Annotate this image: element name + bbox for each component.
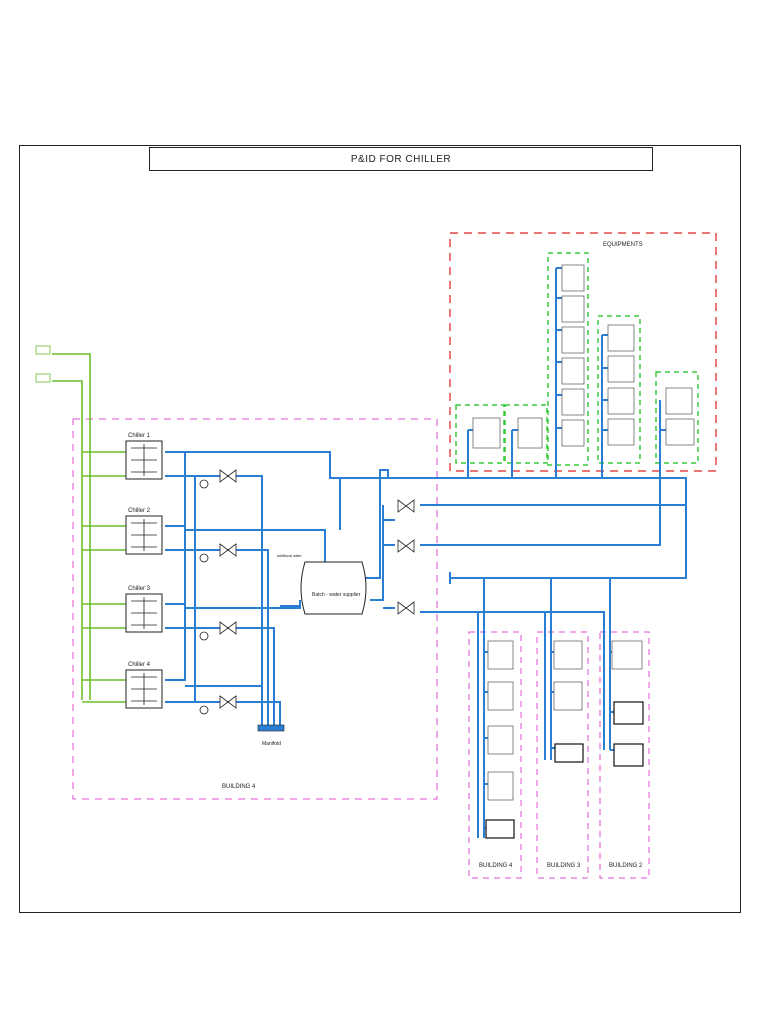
building-4-main-boundary bbox=[72, 418, 438, 800]
valve-icon bbox=[219, 621, 237, 635]
drawing-frame bbox=[19, 145, 741, 913]
valve-icon bbox=[219, 469, 237, 483]
feed-sources bbox=[35, 345, 51, 383]
equipment-box bbox=[561, 326, 585, 354]
load-box bbox=[487, 771, 514, 801]
building-loads bbox=[487, 640, 643, 801]
additional-water-label: additional water bbox=[277, 554, 302, 558]
equipment-box bbox=[607, 355, 635, 383]
equipment-group bbox=[504, 404, 548, 464]
valve-icon bbox=[219, 695, 237, 709]
feed-source bbox=[35, 345, 51, 355]
equipment-group bbox=[455, 404, 505, 464]
building-2-boundary bbox=[599, 631, 650, 879]
tank-box bbox=[613, 701, 644, 725]
tank-box bbox=[554, 743, 584, 763]
equipment-box bbox=[561, 388, 585, 416]
water-pipes bbox=[165, 267, 687, 838]
manifold bbox=[257, 724, 285, 732]
equipment-group bbox=[597, 315, 641, 464]
chiller-labels: Chiller 1 Chiller 2 Chiller 3 Chiller 4 bbox=[128, 433, 151, 668]
valve-icon bbox=[397, 601, 415, 615]
valve-icon bbox=[397, 539, 415, 553]
load-box bbox=[611, 640, 643, 670]
load-box bbox=[553, 681, 583, 711]
equipment-box bbox=[665, 387, 693, 415]
equipment-box bbox=[607, 387, 635, 415]
equipment-units bbox=[472, 264, 695, 449]
chiller-label: Chiller 3 bbox=[128, 586, 151, 592]
tank-box bbox=[485, 819, 515, 839]
load-box bbox=[487, 725, 514, 755]
batch-water-tank bbox=[300, 561, 367, 615]
valve-icon bbox=[219, 543, 237, 557]
tank-box bbox=[613, 743, 644, 767]
equipments-label: EQUIPMENTS bbox=[603, 242, 643, 248]
building-label: BUILDING 4 bbox=[479, 863, 513, 869]
load-box bbox=[487, 681, 514, 711]
load-box bbox=[487, 640, 514, 670]
valve-icon bbox=[397, 499, 415, 513]
equipment-box bbox=[665, 418, 695, 446]
equipment-box bbox=[561, 295, 585, 323]
manifold-label: Manifold bbox=[262, 741, 281, 747]
building-tanks bbox=[485, 701, 644, 839]
building-4-main-label: BUILDING 4 bbox=[222, 784, 256, 790]
page-title: P&ID FOR CHILLER bbox=[350, 153, 452, 165]
chiller-label: Chiller 4 bbox=[128, 662, 151, 668]
equipment-group bbox=[655, 371, 699, 464]
equipment-box bbox=[561, 357, 585, 385]
batch-tank-label: Batch - water supplier bbox=[312, 592, 361, 598]
feed-lines bbox=[52, 353, 126, 703]
equipment-box bbox=[517, 417, 543, 449]
chiller-label: Chiller 1 bbox=[128, 433, 151, 439]
pump-icon bbox=[199, 705, 209, 715]
chiller-coils bbox=[131, 444, 157, 705]
equipment-boundary bbox=[449, 232, 717, 472]
title-block: P&ID FOR CHILLER bbox=[149, 147, 653, 171]
equipment-box bbox=[472, 417, 501, 449]
feed-source bbox=[35, 373, 51, 383]
equipment-box bbox=[607, 324, 635, 352]
pump-icon bbox=[199, 479, 209, 489]
equipment-box bbox=[561, 264, 585, 292]
load-box bbox=[553, 640, 583, 670]
equipment-box bbox=[561, 419, 585, 447]
building-label: BUILDING 2 bbox=[609, 863, 643, 869]
building-4-boundary bbox=[468, 631, 522, 879]
valves bbox=[199, 469, 415, 715]
equipment-group bbox=[547, 252, 589, 466]
pump-icon bbox=[199, 631, 209, 641]
building-label: BUILDING 3 bbox=[547, 863, 581, 869]
chiller-label: Chiller 2 bbox=[128, 508, 151, 514]
pump-icon bbox=[199, 553, 209, 563]
building-3-boundary bbox=[536, 631, 589, 879]
equipment-box bbox=[607, 418, 635, 446]
